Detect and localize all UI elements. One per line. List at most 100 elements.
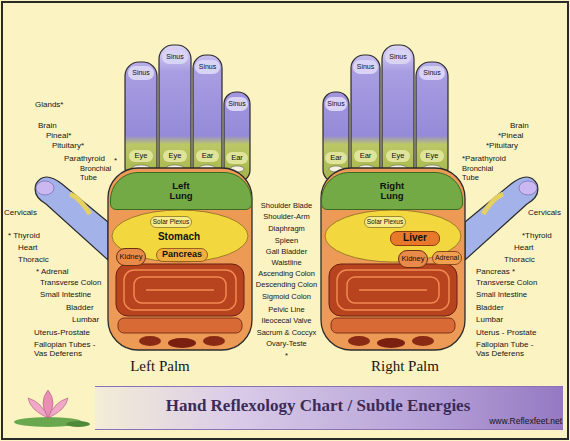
- zone-label: * Thyroid: [8, 231, 40, 240]
- zone-label: Heart: [18, 243, 38, 252]
- reflex-zone: Sinus: [325, 97, 347, 111]
- zone-label: Sigmoid Colon: [253, 293, 321, 302]
- reflex-zone: Sinus: [385, 50, 411, 64]
- zone-label: Descending Colon: [253, 281, 321, 290]
- zone-label: Sinus: [389, 53, 407, 60]
- zone-label: Liver: [403, 233, 427, 244]
- reflex-zone: Eye: [386, 150, 410, 162]
- zone-label: Cervicals: [4, 208, 37, 217]
- zone-label: *Pituitary: [486, 141, 518, 150]
- reflex-zone: Solar Plexus: [150, 216, 192, 228]
- zone-label: Pancreas: [162, 250, 202, 259]
- zone-label: Bladder: [476, 303, 504, 312]
- zone-label: Glands*: [35, 100, 63, 109]
- zone-label: Ascending Colon: [253, 270, 321, 279]
- zone-label: Eye: [135, 152, 148, 160]
- zone-label: Sinus: [228, 100, 246, 107]
- reflex-zone: Eye: [129, 150, 153, 162]
- website-url: www.Reflexfeet.net: [489, 417, 562, 427]
- reflex-zone: Kidney: [398, 250, 428, 268]
- reflex-zone: Eye: [420, 150, 444, 162]
- zone-label: Brain: [38, 121, 57, 130]
- zone-label: Shoulder Blade: [253, 202, 321, 211]
- zone-label: Sinus: [357, 63, 375, 70]
- reflex-zone: Stomach: [150, 230, 208, 244]
- zone-label: Bronchial Tube: [462, 165, 500, 182]
- zone-label: *Thyroid: [522, 231, 552, 240]
- chart-title: Hand Reflexology Chart / Subtle Energies: [166, 396, 471, 416]
- zone-label: Adrenal: [435, 254, 459, 261]
- zone-label: Pelvic Line: [253, 306, 321, 315]
- zone-label: Eye: [392, 152, 405, 160]
- reflex-zone: Solar Plexus: [364, 216, 406, 228]
- reflex-zone: Eye: [163, 150, 187, 162]
- reflex-zone: Adrenal: [432, 251, 462, 265]
- zone-label: Cervicals: [528, 208, 561, 217]
- zone-label: Ovary-Teste: [253, 340, 321, 349]
- reflex-zone: Ear: [196, 150, 219, 162]
- zone-label: Transverse Colon: [476, 279, 537, 288]
- zone-label: Solar Plexus: [153, 219, 190, 226]
- reflex-zone: Right Lung: [321, 172, 463, 210]
- zone-label: Sinus: [327, 100, 345, 107]
- zone-label: Ear: [360, 152, 372, 160]
- zone-label: Left Lung: [161, 181, 201, 201]
- palm-caption: Left Palm: [130, 358, 190, 375]
- palm-caption: Right Palm: [371, 358, 439, 375]
- zone-label: Transverse Colon: [40, 279, 101, 288]
- zone-label: *: [114, 156, 117, 165]
- reflex-zone: Sinus: [353, 60, 378, 74]
- left-hand: [35, 45, 252, 350]
- reflex-zone: Pancreas: [156, 248, 208, 262]
- zone-label: Pituitary*: [52, 141, 84, 150]
- reflex-zone: Sinus: [226, 97, 248, 111]
- zone-label: *: [253, 352, 321, 361]
- zone-label: Ear: [231, 154, 243, 162]
- zone-label: Diaphragm: [253, 225, 321, 234]
- zone-label: *Pineal: [498, 131, 523, 140]
- zone-label: * Adrenal: [36, 267, 68, 276]
- zone-label: Heart: [514, 243, 534, 252]
- zone-label: Eye: [426, 152, 439, 160]
- zone-label: Small Intestine: [40, 291, 91, 300]
- zone-label: Sacrum & Coccyx: [253, 329, 321, 338]
- zone-label: Kidney: [402, 255, 425, 263]
- zone-label: Bronchial Tube: [80, 165, 118, 182]
- zone-label: Ear: [330, 154, 342, 162]
- zone-label: Ear: [202, 152, 214, 160]
- zone-label: Lumbar: [476, 315, 503, 324]
- reflex-zone: Ear: [325, 152, 347, 164]
- reflex-zone: Sinus: [195, 60, 220, 74]
- zone-label: Spleen: [253, 237, 321, 246]
- zone-label: Pineal*: [46, 131, 71, 140]
- zone-label: Ileocecal Valve: [253, 317, 321, 326]
- zone-label: Lumbar: [72, 315, 99, 324]
- zone-label: Brain: [510, 121, 529, 130]
- zone-label: Bladder: [66, 303, 94, 312]
- zone-label: Sinus: [423, 69, 441, 76]
- zone-label: Fallopian Tube - Vas Deferens: [476, 340, 538, 358]
- zone-label: Sinus: [166, 53, 184, 60]
- lotus-icon: [8, 384, 98, 430]
- zone-label: Fallopian Tubes -Vas Deferens: [34, 340, 104, 358]
- reflex-zone: Ear: [354, 150, 377, 162]
- reflex-zone: Sinus: [419, 66, 445, 80]
- zone-label: Thoracic: [18, 255, 49, 264]
- zone-label: Sinus: [132, 69, 150, 76]
- reflex-zone: Ear: [226, 152, 248, 164]
- zone-label: *Parathyroid: [462, 154, 506, 163]
- zone-label: Shoulder-Arm: [253, 213, 321, 222]
- zone-label: Gall Bladder: [253, 248, 321, 257]
- zone-label: Small Intestine: [476, 291, 527, 300]
- zone-label: Solar Plexus: [367, 219, 404, 226]
- zone-label: Stomach: [158, 232, 200, 243]
- right-hand: [321, 45, 538, 350]
- zone-label: Uterus - Prostate: [476, 328, 536, 337]
- zone-label: Eye: [169, 152, 182, 160]
- reflex-zone: Sinus: [128, 66, 154, 80]
- zone-label: Thoracic: [504, 255, 535, 264]
- zone-label: Waistline: [253, 259, 321, 268]
- zone-label: Kidney: [120, 253, 143, 261]
- zone-label: Right Lung: [372, 181, 412, 201]
